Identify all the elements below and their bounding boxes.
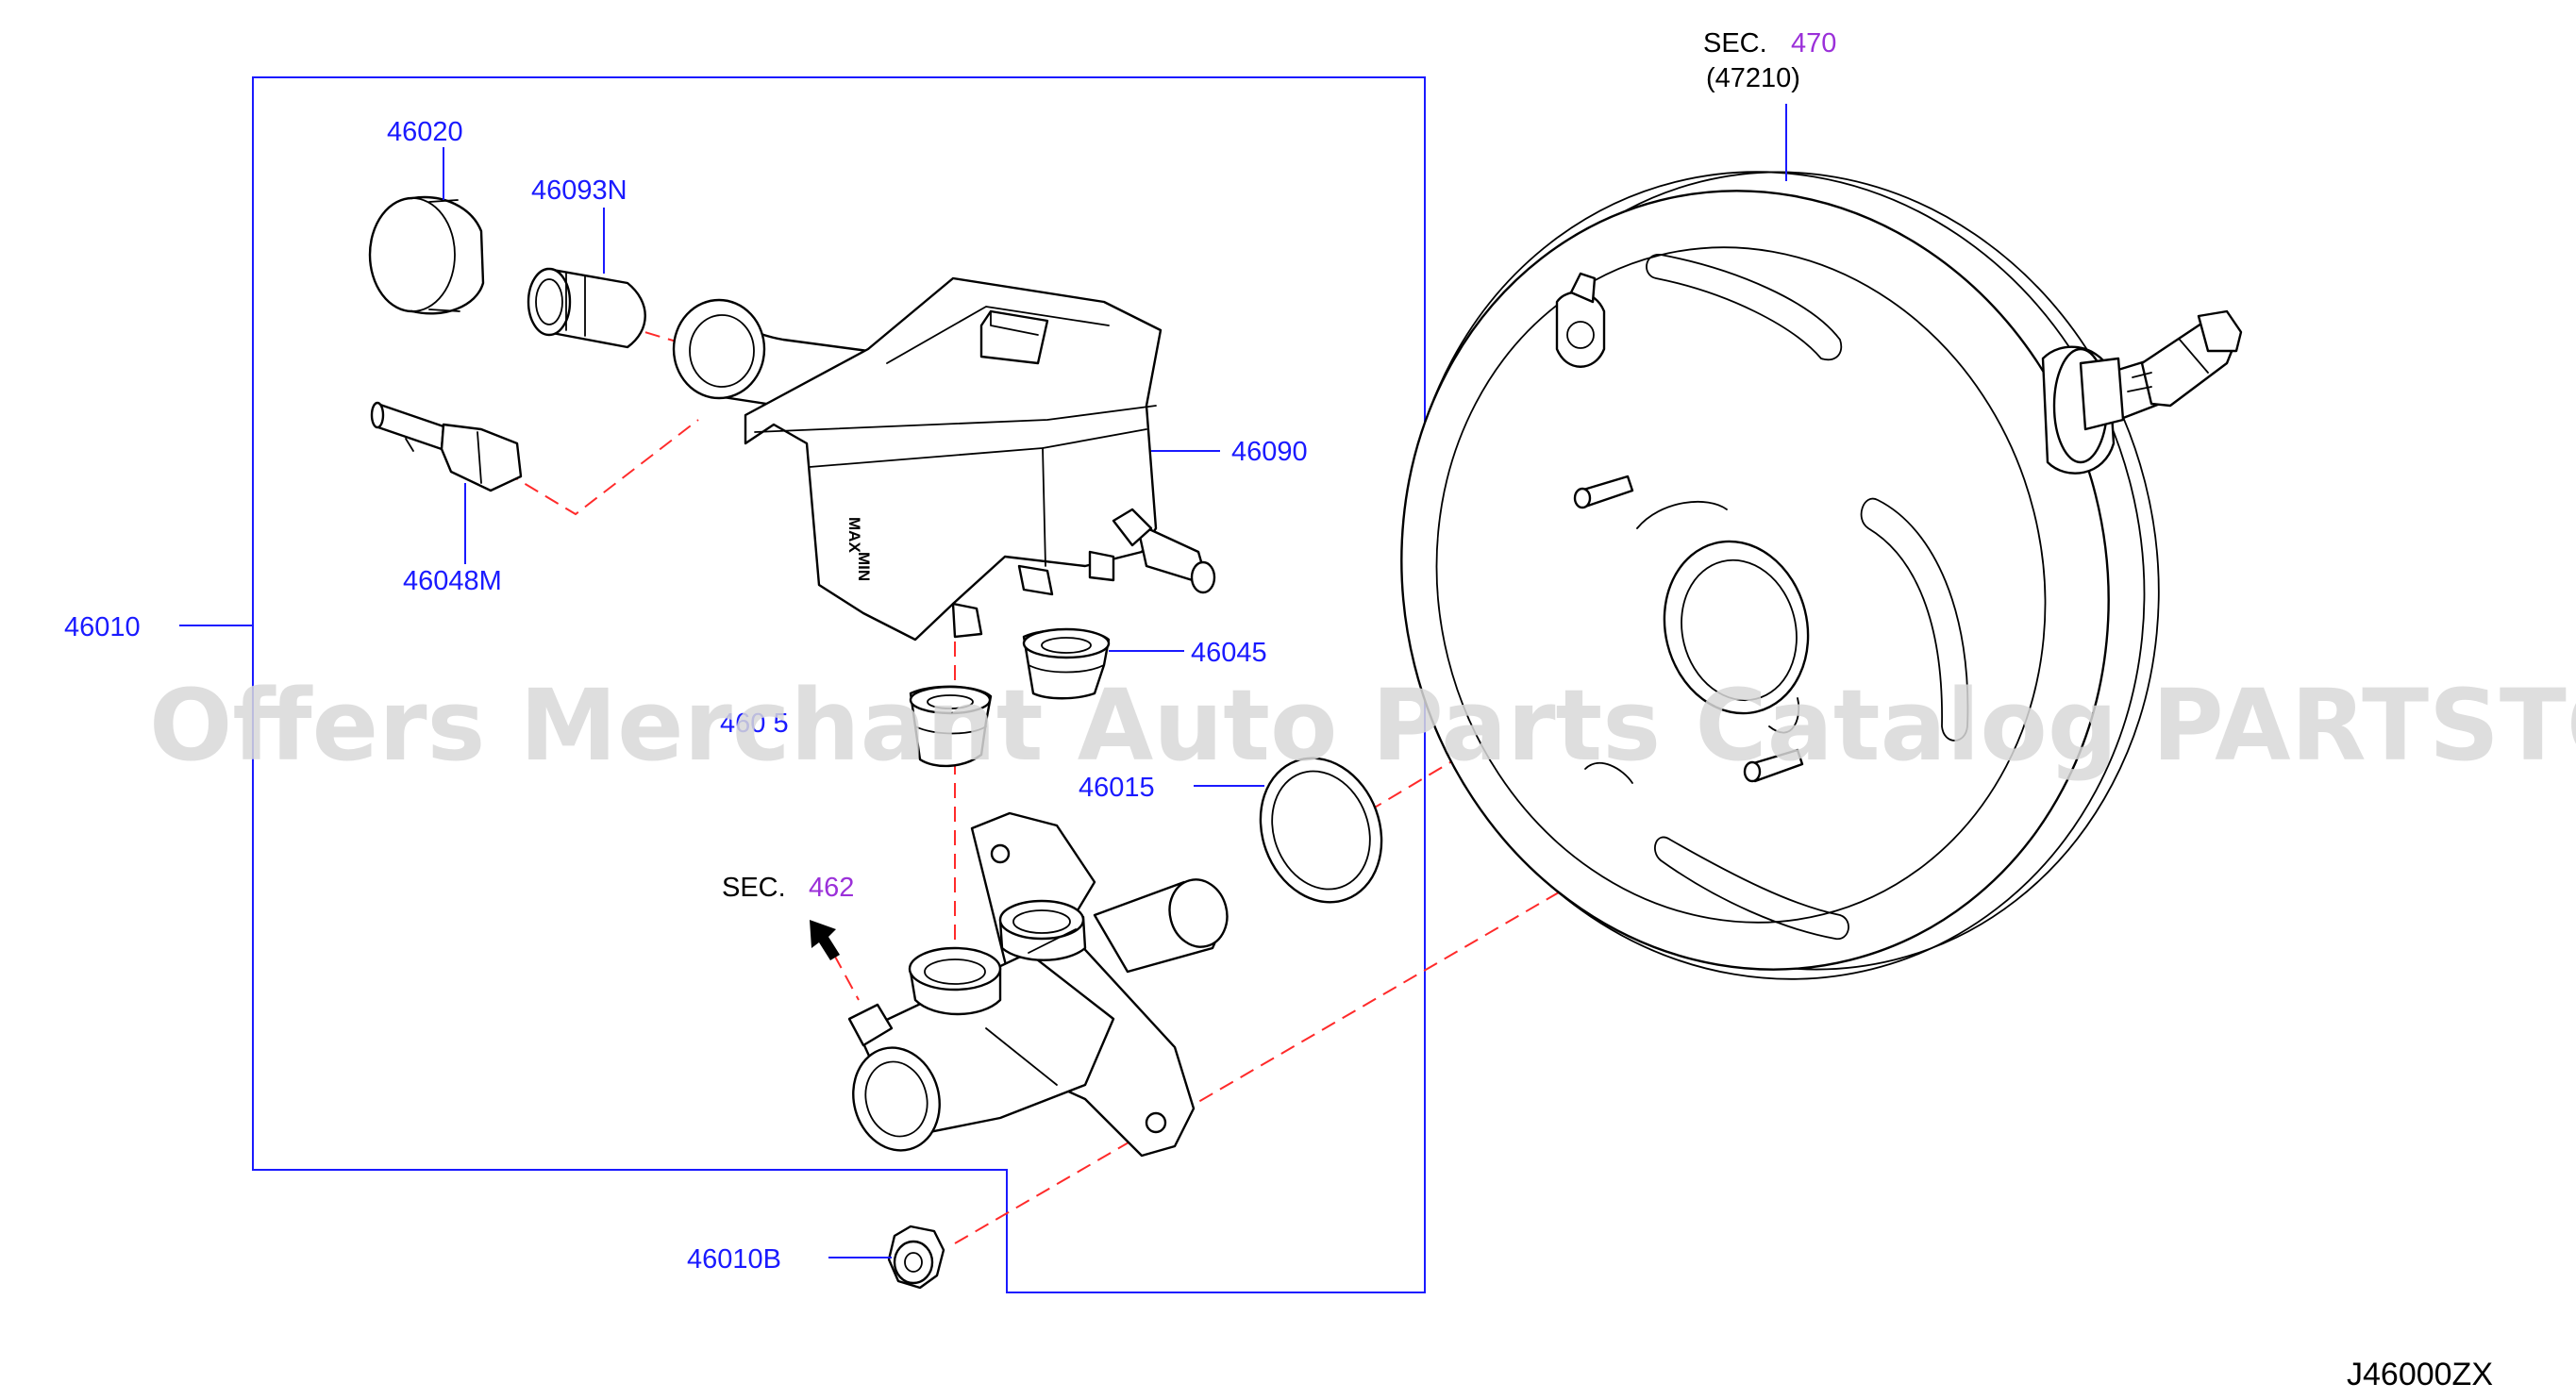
label-46045[interactable]: 46045 bbox=[1191, 638, 1267, 668]
level-sensor-46048M[interactable] bbox=[370, 401, 523, 492]
sec462-number[interactable]: 462 bbox=[809, 873, 854, 903]
brake-booster[interactable] bbox=[1319, 92, 2243, 1058]
reservoir-min-mark: MIN bbox=[855, 552, 873, 581]
label-46020[interactable]: 46020 bbox=[387, 117, 463, 147]
label-46090[interactable]: 46090 bbox=[1231, 437, 1308, 467]
guide-nut-booster bbox=[954, 777, 1756, 1244]
label-46015[interactable]: 46015 bbox=[1079, 773, 1155, 803]
sec462-arrow-icon bbox=[810, 920, 840, 960]
sec470-sub: (47210) bbox=[1706, 63, 1800, 93]
master-cylinder[interactable] bbox=[842, 811, 1234, 1160]
o-ring-46015[interactable] bbox=[1241, 741, 1401, 919]
label-46093N[interactable]: 46093N bbox=[531, 175, 627, 206]
reservoir-cap-46020[interactable] bbox=[368, 195, 485, 315]
assembly-frame bbox=[252, 76, 1426, 1293]
grommet-46093N[interactable] bbox=[527, 267, 646, 349]
sec470-label: SEC. bbox=[1703, 28, 1767, 58]
diagram-code: J46000ZX bbox=[2347, 1357, 2493, 1392]
label-46010B[interactable]: 46010B bbox=[687, 1244, 781, 1275]
watermark: Offers Merchant Auto Parts Catalog PARTS… bbox=[149, 668, 2576, 783]
label-46010[interactable]: 46010 bbox=[64, 612, 141, 642]
label-46048M[interactable]: 46048M bbox=[403, 566, 502, 596]
nut-46010B[interactable] bbox=[887, 1225, 945, 1290]
grommet-46045-lower[interactable] bbox=[909, 685, 993, 768]
reservoir-tank-46090[interactable]: MAX MIN bbox=[672, 276, 1216, 642]
sec462-label: SEC. bbox=[722, 873, 786, 903]
label-46045-obscured[interactable]: 460 5 bbox=[720, 708, 789, 739]
reservoir-max-mark: MAX bbox=[845, 517, 863, 553]
guide-sensor bbox=[504, 419, 699, 516]
grommet-46045[interactable] bbox=[1022, 627, 1111, 700]
sec470-number[interactable]: 470 bbox=[1791, 28, 1836, 58]
